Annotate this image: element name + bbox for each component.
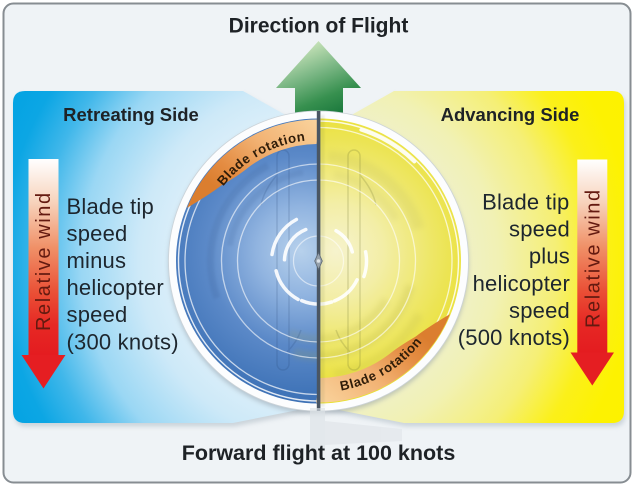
svg-text:Direction of Flight: Direction of Flight [229, 15, 409, 38]
svg-text:Advancing Side: Advancing Side [441, 104, 580, 125]
svg-text:Relative wind: Relative wind [582, 188, 604, 328]
svg-text:Forward flight at 100 knots: Forward flight at 100 knots [182, 441, 456, 465]
svg-text:Retreating Side: Retreating Side [63, 104, 199, 125]
svg-text:Relative wind: Relative wind [33, 191, 55, 331]
